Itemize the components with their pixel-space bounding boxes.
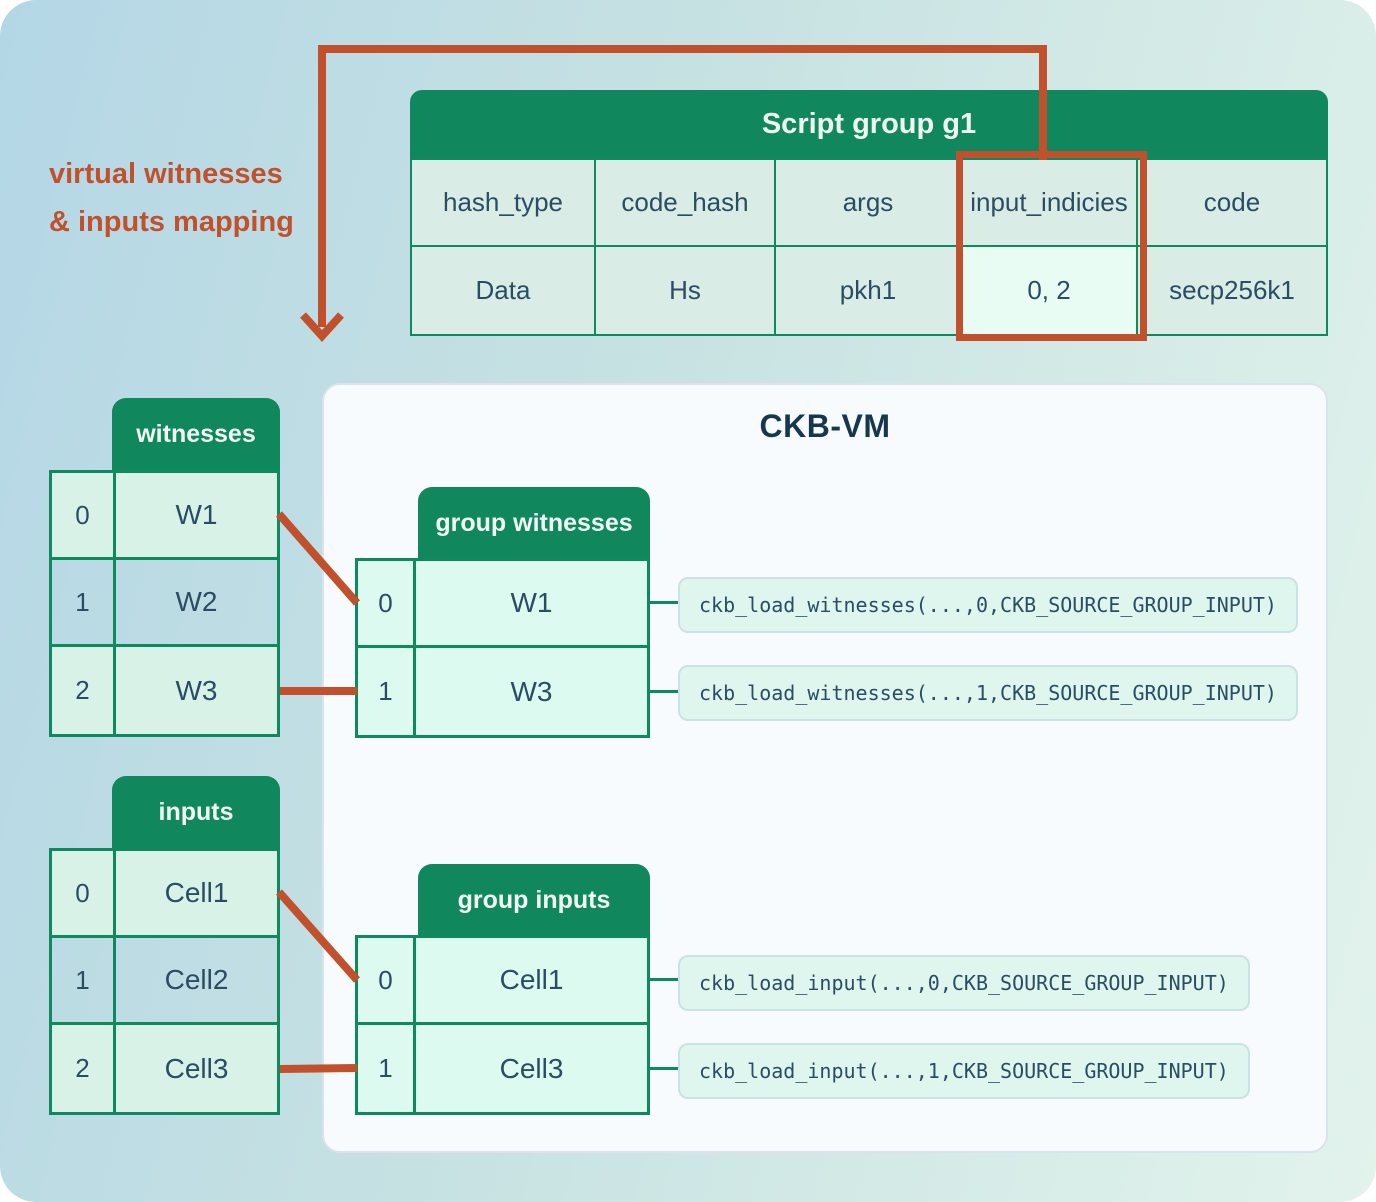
group-witnesses-row1-index: 1 — [358, 648, 416, 735]
script-group-table: hash_type code_hash args input_indicies … — [410, 158, 1328, 336]
column-header-args: args — [776, 160, 962, 247]
mapping-annotation: virtual witnesses & inputs mapping — [49, 150, 349, 246]
witnesses-row2-index: 2 — [52, 647, 116, 734]
inputs-row0-value: Cell1 — [116, 851, 277, 938]
column-header-hash-type: hash_type — [412, 160, 596, 247]
code-chip-input-1: ckb_load_input(...,1,CKB_SOURCE_GROUP_IN… — [678, 1043, 1250, 1099]
witnesses-row1-value: W2 — [116, 560, 277, 647]
group-witnesses-table: 0 W1 1 W3 — [355, 558, 650, 738]
column-header-code: code — [1138, 160, 1326, 247]
witnesses-table-header: witnesses — [112, 398, 280, 470]
value-cell-code-hash: Hs — [596, 247, 776, 334]
inputs-row1-value: Cell2 — [116, 938, 277, 1025]
arrow-down-icon — [300, 312, 344, 342]
inputs-row0-index: 0 — [52, 851, 116, 938]
code-chip-input-0: ckb_load_input(...,0,CKB_SOURCE_GROUP_IN… — [678, 955, 1250, 1011]
group-inputs-row0-value: Cell1 — [416, 938, 647, 1025]
group-inputs-row1-value: Cell3 — [416, 1025, 647, 1112]
connector-witness-1 — [650, 690, 678, 693]
group-inputs-header: group inputs — [418, 864, 650, 936]
inputs-row2-value: Cell3 — [116, 1025, 277, 1112]
group-inputs-row1-index: 1 — [358, 1025, 416, 1112]
connector-input-0 — [650, 978, 678, 981]
value-cell-args: pkh1 — [776, 247, 962, 334]
witnesses-row0-index: 0 — [52, 473, 116, 560]
column-header-code-hash: code_hash — [596, 160, 776, 247]
group-inputs-table: 0 Cell1 1 Cell3 — [355, 935, 650, 1115]
group-witnesses-header: group witnesses — [418, 487, 650, 559]
connector-input-1 — [650, 1067, 678, 1070]
inputs-row1-index: 1 — [52, 938, 116, 1025]
input-indicies-highlight-box — [956, 151, 1147, 341]
script-group-header: Script group g1 — [410, 90, 1328, 158]
group-witnesses-row0-value: W1 — [416, 561, 647, 648]
witnesses-row0-value: W1 — [116, 473, 277, 560]
value-cell-code: secp256k1 — [1138, 247, 1326, 334]
group-inputs-row0-index: 0 — [358, 938, 416, 1025]
ckb-vm-title: CKB-VM — [759, 408, 891, 444]
mapping-annotation-line1: virtual witnesses — [49, 158, 283, 190]
code-chip-witness-1: ckb_load_witnesses(...,1,CKB_SOURCE_GROU… — [678, 665, 1298, 721]
group-witnesses-row1-value: W3 — [416, 648, 647, 735]
inputs-table: 0 Cell1 1 Cell2 2 Cell3 — [49, 848, 280, 1115]
witnesses-row2-value: W3 — [116, 647, 277, 734]
inputs-table-header: inputs — [112, 776, 280, 848]
code-chip-witness-0: ckb_load_witnesses(...,0,CKB_SOURCE_GROU… — [678, 577, 1298, 633]
witnesses-row1-index: 1 — [52, 560, 116, 647]
connector-witness-0 — [650, 601, 678, 604]
inputs-row2-index: 2 — [52, 1025, 116, 1112]
value-cell-hash-type: Data — [412, 247, 596, 334]
mapping-annotation-line2: & inputs mapping — [49, 206, 294, 238]
group-witnesses-row0-index: 0 — [358, 561, 416, 648]
witnesses-table: 0 W1 1 W2 2 W3 — [49, 470, 280, 737]
